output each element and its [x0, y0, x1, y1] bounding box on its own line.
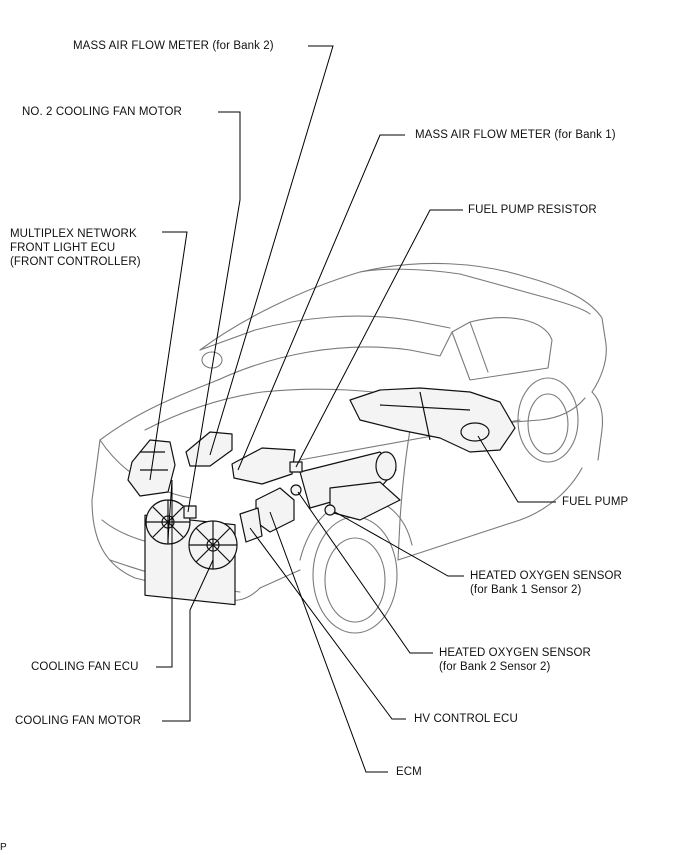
label-maf-bank1: MASS AIR FLOW METER (for Bank 1) [415, 129, 616, 141]
leader-lines [149, 45, 556, 773]
label-hos-b1s2-line1: HEATED OXYGEN SENSOR [470, 570, 622, 582]
label-hos-b2s2-line2: (for Bank 2 Sensor 2) [439, 661, 551, 673]
label-fuel-pump-resistor: FUEL PUMP RESISTOR [468, 204, 597, 216]
leader-hv-control-ecu [249, 527, 406, 720]
label-hos-b2s2-line1: HEATED OXYGEN SENSOR [439, 647, 591, 659]
corner-mark: P [0, 842, 7, 853]
label-ecm: ECM [396, 766, 422, 778]
label-hos-b1s2-line2: (for Bank 1 Sensor 2) [470, 584, 582, 596]
leader-hos-b1s2 [334, 511, 464, 577]
no2-cooling-fan-motor-part [183, 505, 197, 519]
label-cooling-fan-motor: COOLING FAN MOTOR [15, 715, 142, 727]
label-fuel-pump: FUEL PUMP [562, 496, 629, 508]
maf-bank1-part [231, 447, 296, 485]
maf-bank2-part [185, 431, 233, 467]
label-multiplex-line3: (FRONT CONTROLLER) [10, 256, 141, 268]
label-maf-bank2: MASS AIR FLOW METER (for Bank 2) [73, 40, 274, 52]
fuel-tank [349, 387, 516, 453]
label-multiplex-network-ecu: MULTIPLEX NETWORK FRONT LIGHT ECU (FRONT… [10, 227, 141, 269]
leader-cooling-fan-motor [162, 559, 214, 722]
label-no2-cooling-fan-motor: NO. 2 COOLING FAN MOTOR [22, 106, 182, 118]
o2-sensor-b1s2 [324, 504, 336, 516]
components [127, 387, 516, 606]
leader-multiplex-ecu [149, 231, 188, 481]
label-heated-oxygen-sensor-b2s2: HEATED OXYGEN SENSOR (for Bank 2 Sensor … [439, 646, 591, 674]
hv-control-ecu-part [239, 507, 263, 543]
leader-fuel-pump [477, 435, 556, 503]
label-multiplex-line1: MULTIPLEX NETWORK [10, 228, 137, 240]
leader-cooling-fan-ecu [156, 479, 173, 668]
label-heated-oxygen-sensor-b1s2: HEATED OXYGEN SENSOR (for Bank 1 Sensor … [470, 569, 622, 597]
leader-no2-fan-motor [187, 111, 241, 513]
leader-ecm [269, 511, 388, 773]
leader-hos-b2s2 [297, 491, 433, 654]
leader-maf-bank1 [237, 134, 405, 471]
label-multiplex-line2: FRONT LIGHT ECU [10, 242, 116, 254]
fuel-pump-part [460, 422, 490, 442]
label-hv-control-ecu: HV CONTROL ECU [414, 713, 518, 725]
leader-fuel-pump-resistor [295, 209, 463, 468]
leader-maf-bank2 [209, 45, 334, 456]
label-cooling-fan-ecu: COOLING FAN ECU [31, 661, 139, 673]
